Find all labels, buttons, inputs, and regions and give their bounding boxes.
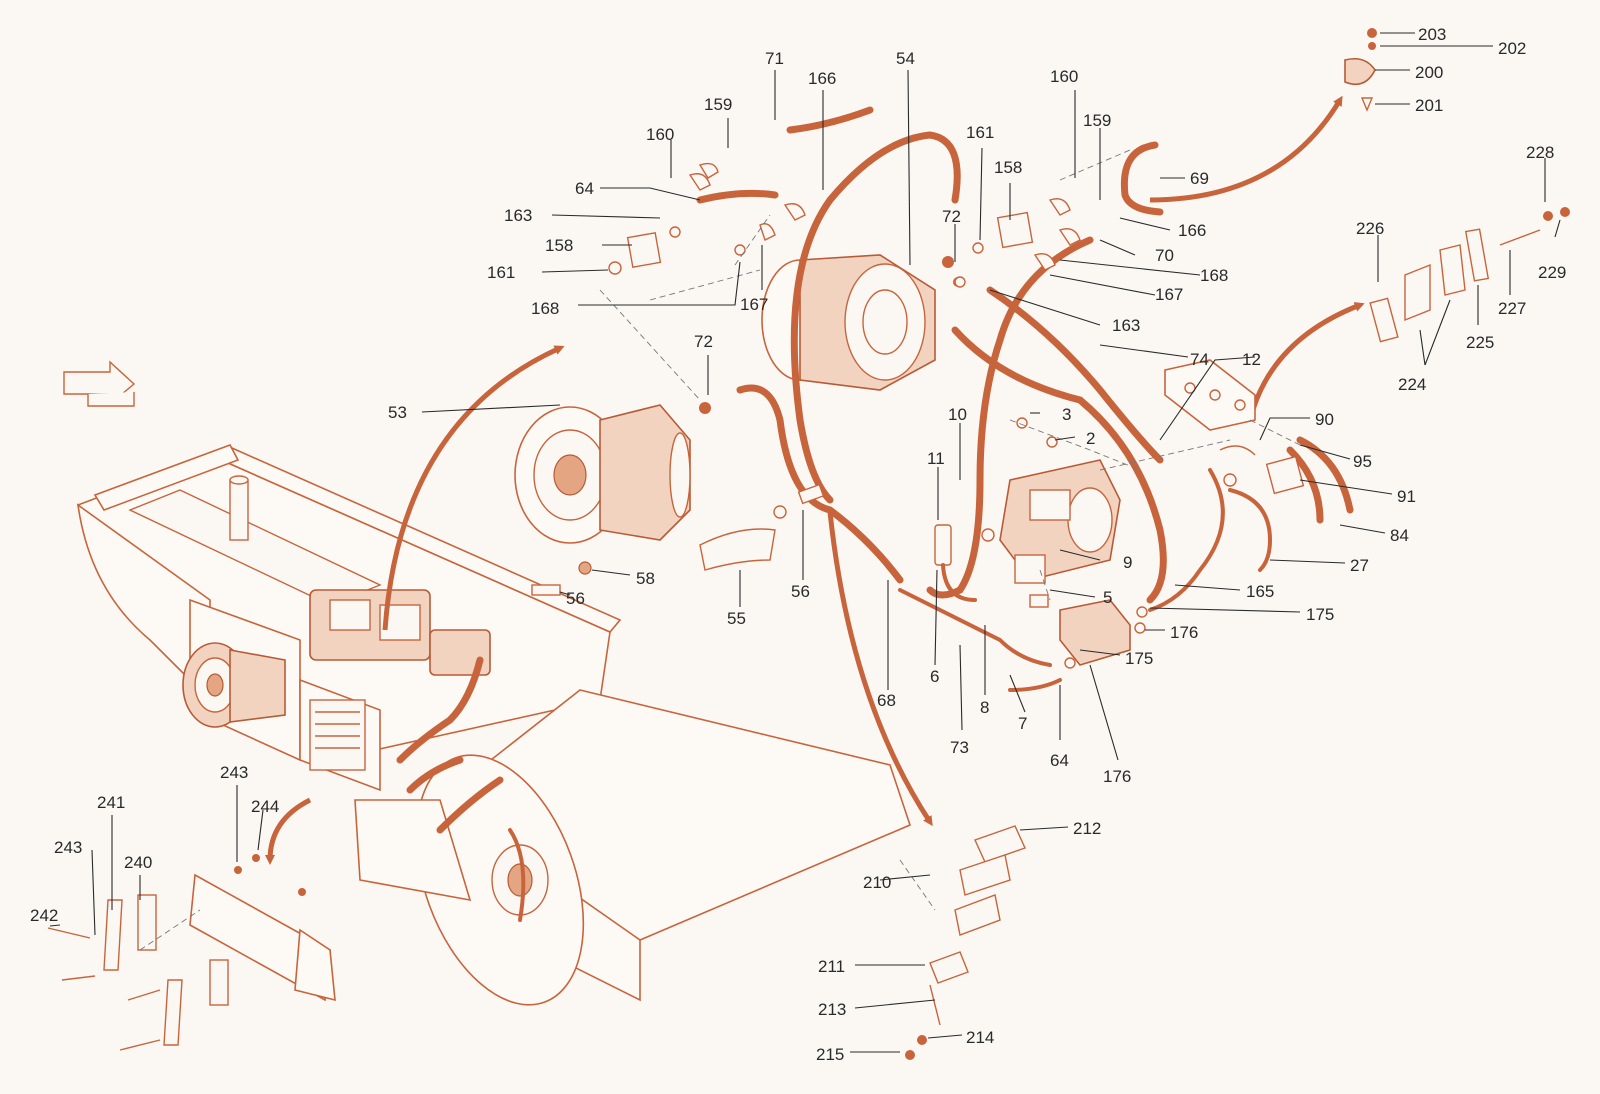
callout-163: 163	[504, 206, 532, 225]
callout-161: 161	[487, 263, 515, 282]
callout-7: 7	[1018, 714, 1027, 733]
callout-163-b: 163	[1112, 316, 1140, 335]
direction-arrow-icon	[63, 360, 136, 407]
upper-drive-motor	[761, 254, 963, 391]
clamp-parts-upper-left	[608, 162, 806, 275]
callout-203: 203	[1418, 25, 1446, 44]
callout-167: 167	[740, 295, 768, 314]
callout-72-b: 72	[942, 207, 961, 226]
callout-53: 53	[388, 403, 407, 422]
callout-176-b: 176	[1103, 767, 1131, 786]
callout-2: 2	[1086, 429, 1095, 448]
callout-72: 72	[694, 332, 713, 351]
rear-drive-motor	[182, 642, 286, 728]
bracket-set-210	[905, 825, 1026, 1060]
callout-167-b: 167	[1155, 285, 1183, 304]
callout-55: 55	[727, 609, 746, 628]
callout-27: 27	[1350, 556, 1369, 575]
callout-213: 213	[818, 1000, 846, 1019]
callout-12: 12	[1242, 350, 1261, 369]
callout-73: 73	[950, 738, 969, 757]
drum	[354, 689, 911, 1006]
callout-56: 56	[791, 582, 810, 601]
callout-166-b: 166	[1178, 221, 1206, 240]
callout-91: 91	[1397, 487, 1416, 506]
callout-64-b: 64	[1050, 751, 1069, 770]
callout-175-b: 175	[1125, 649, 1153, 668]
callout-159-b: 159	[1083, 111, 1111, 130]
machine-hoses	[396, 656, 526, 922]
main-pump	[999, 459, 1121, 581]
callout-64: 64	[575, 179, 594, 198]
callout-90: 90	[1315, 410, 1334, 429]
callout-158-b: 158	[994, 158, 1022, 177]
callout-3: 3	[1062, 405, 1071, 424]
callout-226: 226	[1356, 219, 1384, 238]
callout-11: 11	[927, 449, 945, 468]
callout-58: 58	[636, 569, 655, 588]
callout-176: 176	[1170, 623, 1198, 642]
motor-bracket	[531, 483, 825, 596]
front-drive-motor	[514, 402, 711, 544]
callout-227: 227	[1498, 299, 1526, 318]
callout-8: 8	[980, 698, 989, 717]
callout-56-b: 56	[566, 589, 585, 608]
callout-84: 84	[1390, 526, 1409, 545]
callout-243-b: 243	[54, 838, 82, 857]
callout-210: 210	[863, 873, 891, 892]
callout-71: 71	[765, 49, 784, 68]
fitting-block-90	[1219, 445, 1305, 495]
callout-240: 240	[124, 853, 152, 872]
callout-68: 68	[877, 691, 896, 710]
clamp-parts-upper-right	[954, 198, 1081, 288]
assembly-arrows	[265, 95, 1365, 865]
callout-5: 5	[1103, 588, 1112, 607]
manifold-block	[1164, 359, 1256, 431]
leader-lines	[49, 32, 1561, 1053]
callout-243: 243	[220, 763, 248, 782]
callout-175: 175	[1306, 605, 1334, 624]
callout-159: 159	[704, 95, 732, 114]
callout-54: 54	[896, 49, 915, 68]
assembly-lines	[139, 149, 1301, 951]
callout-160: 160	[646, 125, 674, 144]
callout-244: 244	[251, 797, 279, 816]
callout-69: 69	[1190, 169, 1209, 188]
callout-161-b: 161	[966, 123, 994, 142]
callout-228: 228	[1526, 143, 1554, 162]
callout-165: 165	[1246, 582, 1274, 601]
callout-158: 158	[545, 236, 573, 255]
callout-201: 201	[1415, 96, 1443, 115]
callout-labels: 53 54 71 166 159 160 64 163 158 161 168 …	[30, 25, 1566, 1064]
callout-74: 74	[1190, 350, 1209, 369]
callout-95: 95	[1353, 452, 1372, 471]
callout-225: 225	[1466, 333, 1494, 352]
callout-70: 70	[1155, 246, 1174, 265]
valve-block	[1014, 554, 1131, 666]
callout-224: 224	[1398, 375, 1426, 394]
callout-200: 200	[1415, 63, 1443, 82]
callout-212: 212	[1073, 819, 1101, 838]
clamp-224-set	[1369, 207, 1570, 343]
callout-6: 6	[930, 667, 939, 686]
callout-10: 10	[948, 405, 967, 424]
callout-9: 9	[1123, 553, 1132, 572]
callout-241: 241	[97, 793, 125, 812]
callout-168: 168	[531, 299, 559, 318]
callout-215: 215	[816, 1045, 844, 1064]
callout-202: 202	[1498, 39, 1526, 58]
callout-214: 214	[966, 1028, 994, 1047]
main-hoses	[696, 106, 1354, 692]
callout-160-b: 160	[1050, 67, 1078, 86]
callout-211: 211	[818, 957, 845, 976]
callout-168-b: 168	[1200, 266, 1228, 285]
clamp-200-set	[1344, 28, 1377, 112]
callout-166: 166	[808, 69, 836, 88]
callout-229: 229	[1538, 263, 1566, 282]
callout-242: 242	[30, 906, 58, 925]
step-bracket-set	[47, 854, 336, 1051]
